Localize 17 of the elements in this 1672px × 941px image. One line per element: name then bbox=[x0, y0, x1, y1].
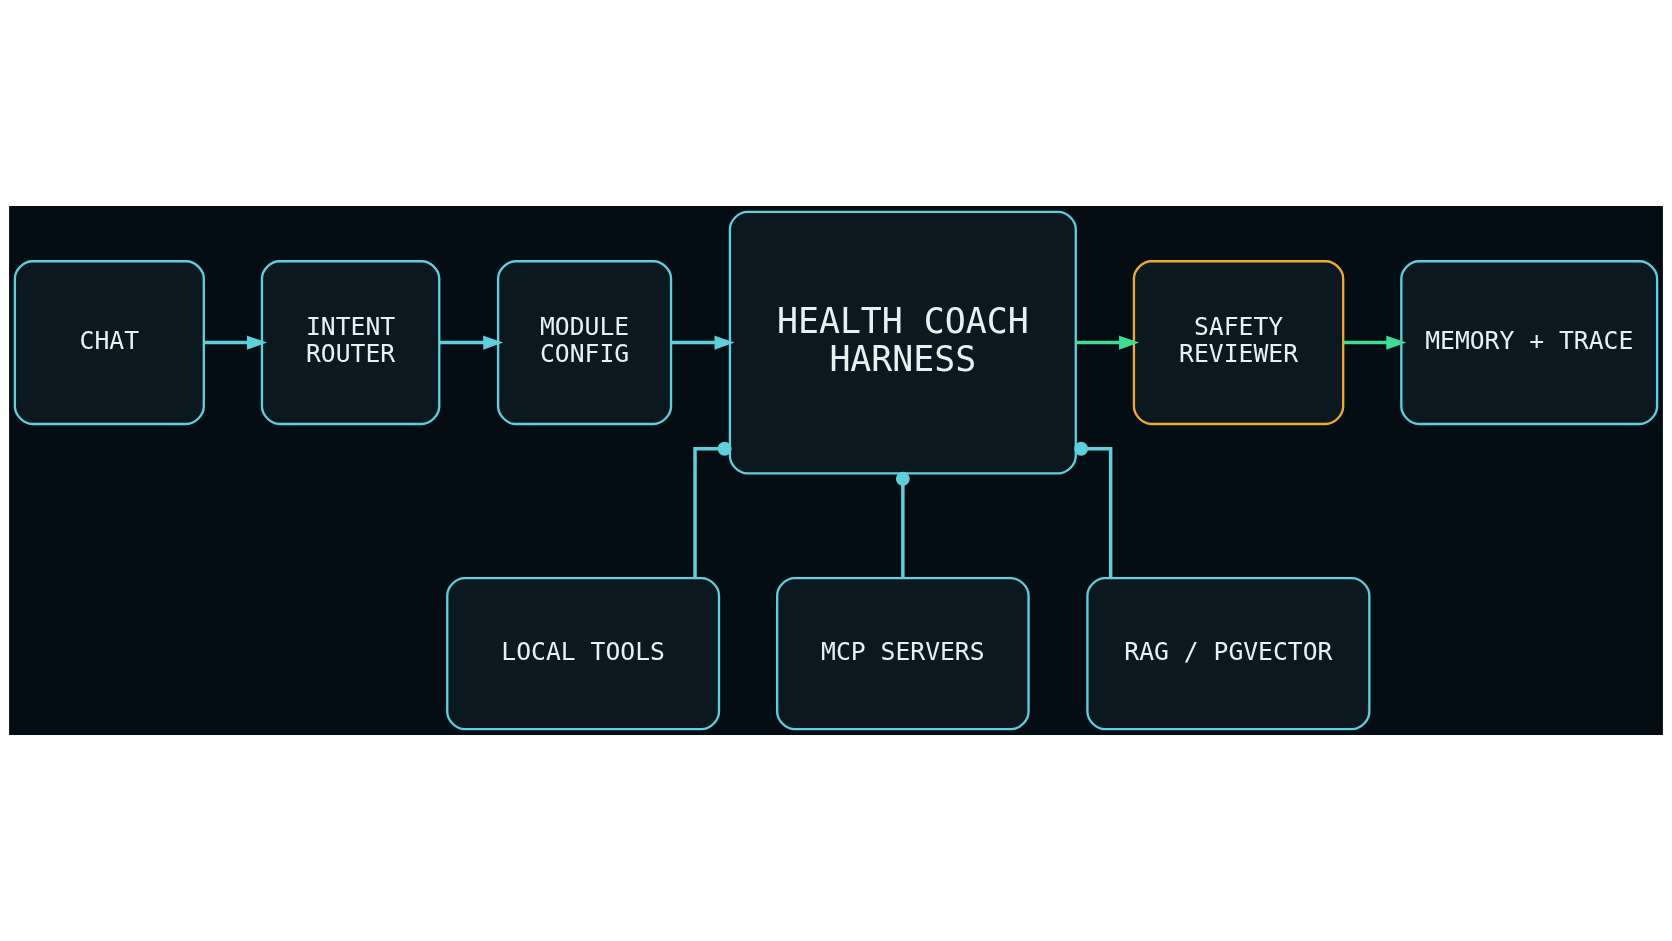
arrow bbox=[439, 335, 504, 350]
connector bbox=[693, 441, 732, 578]
node-box: MEMORY + TRACE bbox=[1400, 260, 1659, 426]
arrow bbox=[1343, 335, 1407, 350]
node-box: HEALTH COACH HARNESS bbox=[728, 210, 1077, 475]
connector bbox=[1074, 441, 1113, 578]
node-box: MODULE CONFIG bbox=[496, 260, 673, 426]
arrow bbox=[1076, 335, 1140, 350]
connector bbox=[895, 471, 910, 578]
arrow bbox=[204, 335, 267, 350]
node-box: RAG / PGVECTOR bbox=[1086, 576, 1371, 731]
node-box: SAFETY REVIEWER bbox=[1132, 260, 1345, 426]
node-box: CHAT bbox=[13, 260, 205, 426]
arrow bbox=[671, 335, 735, 350]
node-box: MCP SERVERS bbox=[775, 576, 1030, 731]
node-box: LOCAL TOOLS bbox=[446, 576, 721, 731]
node-box: INTENT ROUTER bbox=[260, 260, 441, 426]
